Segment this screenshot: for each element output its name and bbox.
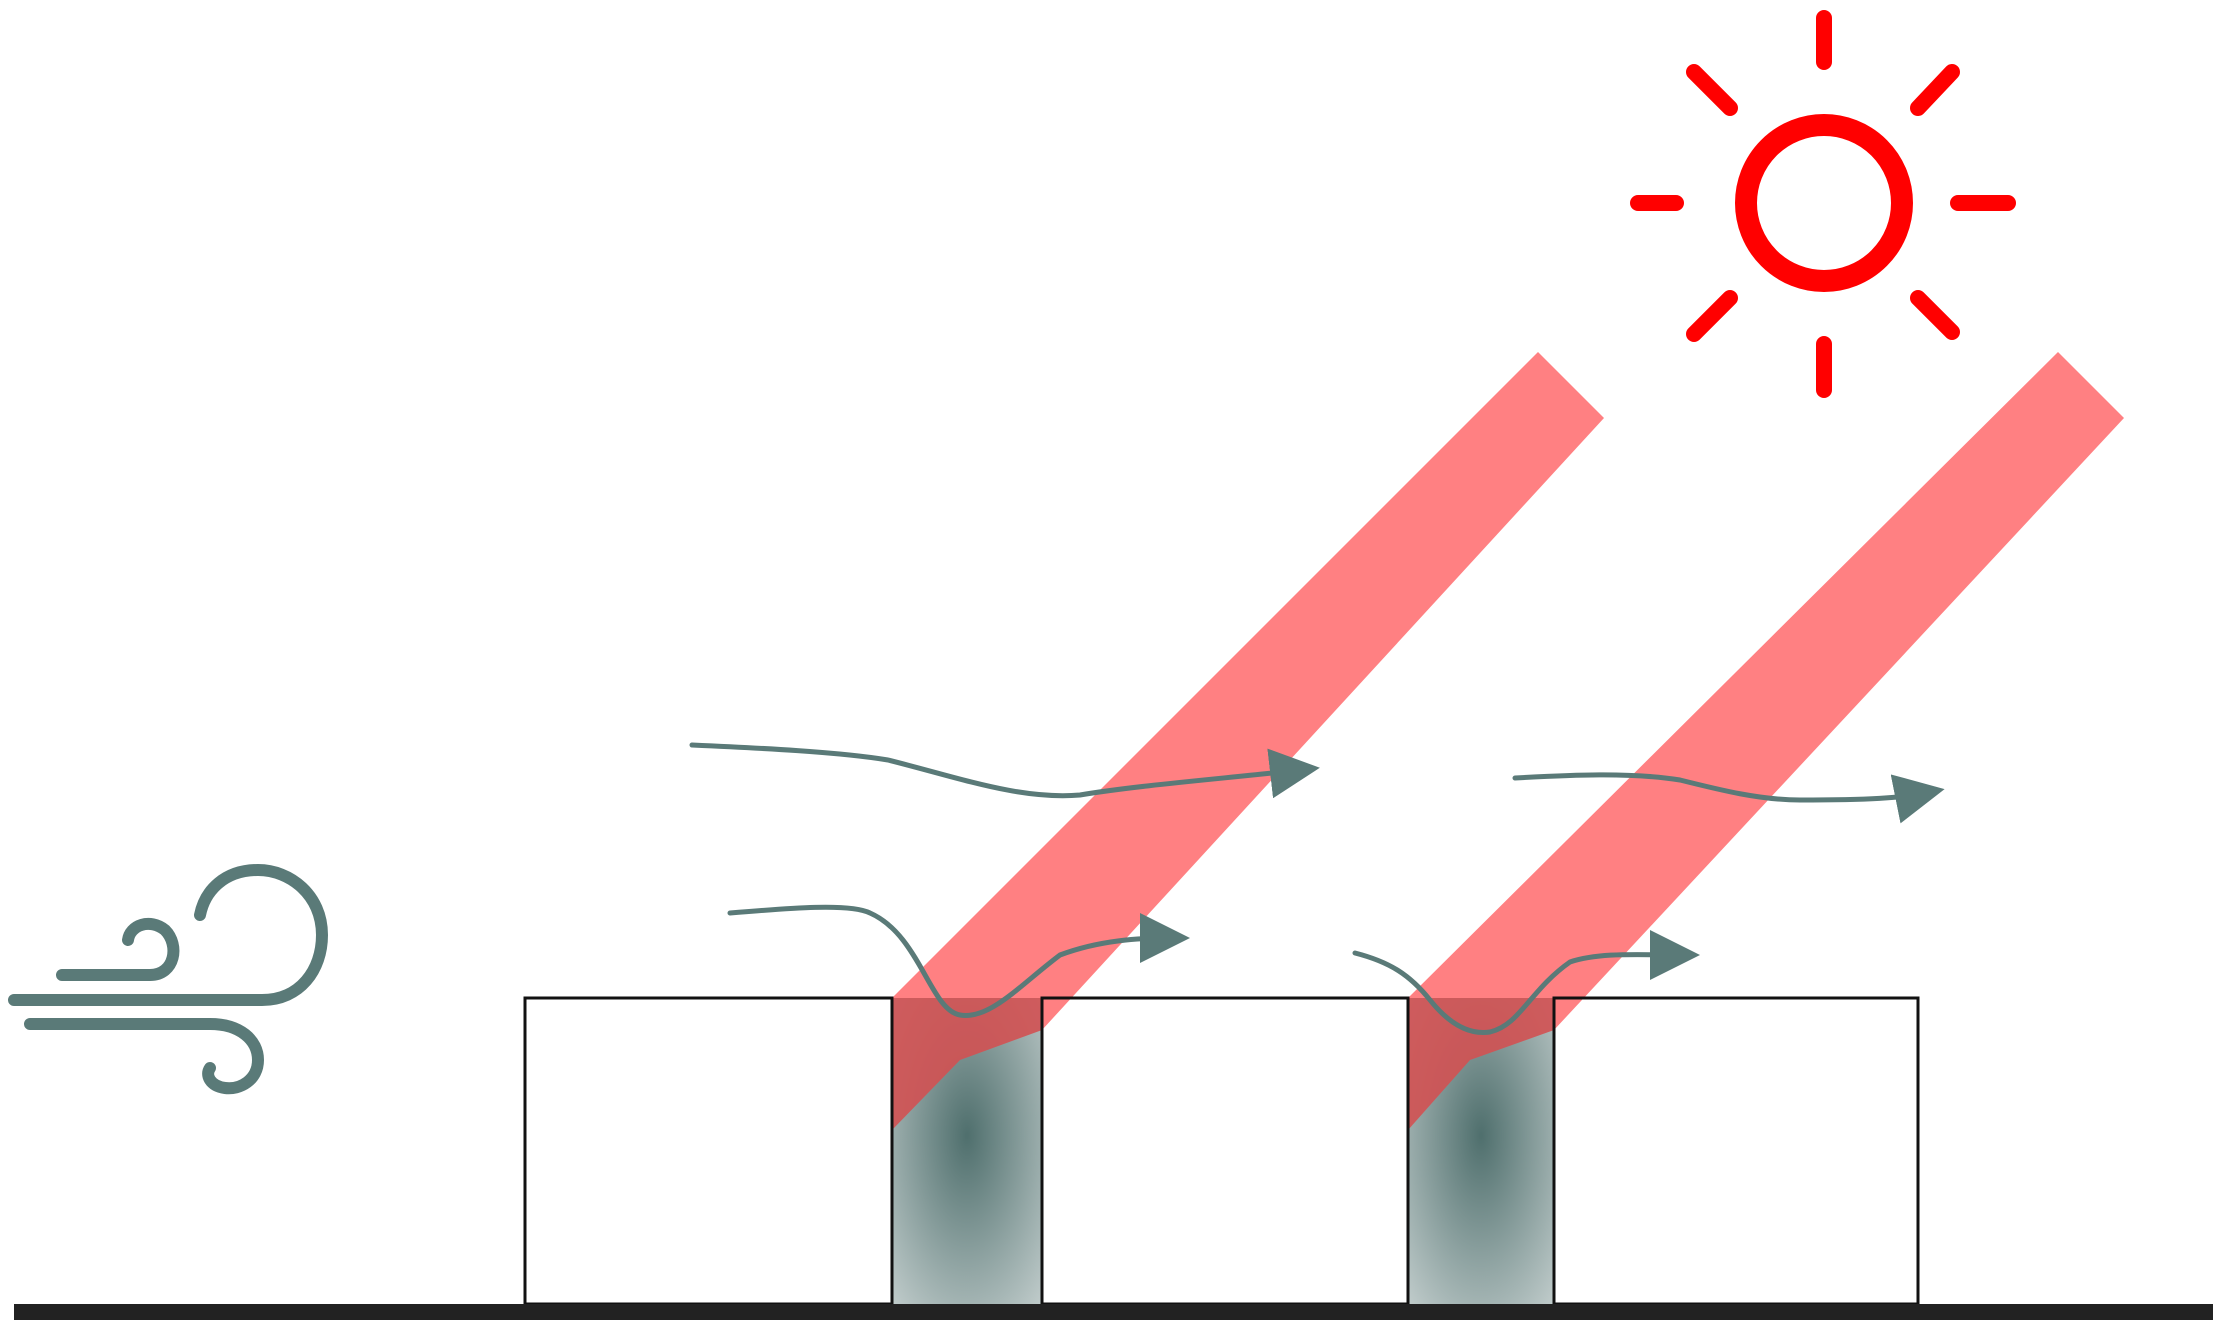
ground-line	[14, 1304, 2213, 1320]
building-right	[1554, 998, 1918, 1304]
sun-icon	[1638, 18, 2008, 390]
wind-icon	[14, 870, 322, 1088]
building-left	[525, 998, 892, 1304]
building-middle	[1042, 998, 1408, 1304]
